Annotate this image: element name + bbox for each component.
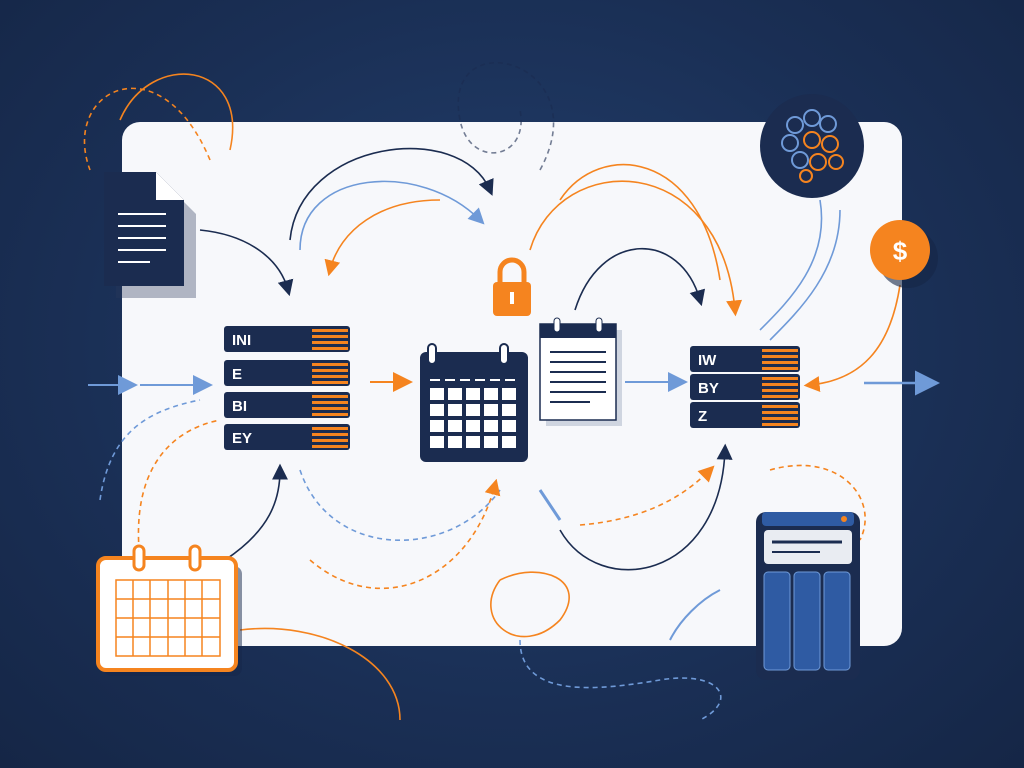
calendar-icon (420, 343, 528, 462)
stack-label: EY (232, 430, 252, 447)
flow-curves (83, 61, 940, 721)
lock-icon (493, 257, 531, 316)
neural-network-icon (760, 94, 864, 198)
orange-calendar-icon (96, 544, 242, 676)
svg-text:$: $ (893, 236, 908, 266)
stack-label: Z (698, 408, 707, 425)
stack-label: IW (698, 352, 717, 369)
notepad-icon (539, 317, 622, 426)
dollar-coin-icon: $ (870, 220, 938, 288)
left-data-stack: INI E BI EY (224, 326, 350, 450)
stack-label: BI (232, 398, 247, 415)
stack-label: BY (698, 380, 719, 397)
right-data-stack: IW BY Z (690, 346, 800, 428)
stack-label: INI (232, 332, 251, 349)
server-cabinet-icon (756, 512, 860, 680)
document-icon (104, 172, 196, 298)
stack-label: E (232, 366, 242, 383)
